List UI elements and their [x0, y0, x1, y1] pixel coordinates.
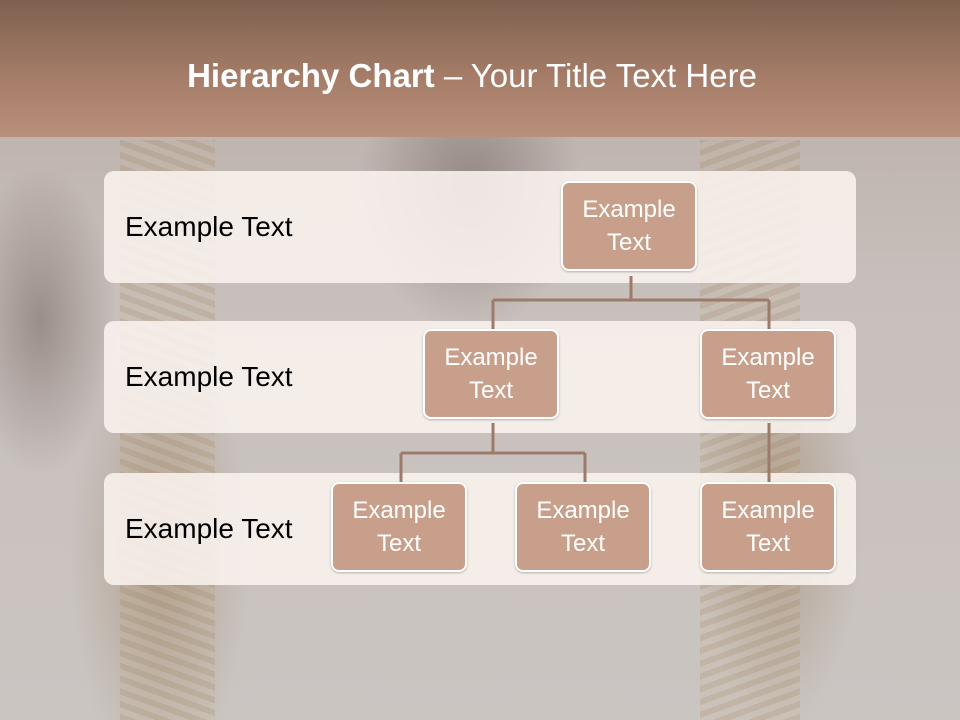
chart-node-level3-c[interactable]: Example Text: [700, 482, 836, 572]
chart-node-level2-left[interactable]: Example Text: [423, 329, 559, 419]
level-band-1: Example Text: [104, 171, 856, 283]
title-strong: Hierarchy Chart: [187, 57, 435, 94]
chart-node-level2-right[interactable]: Example Text: [700, 329, 836, 419]
chart-node-level3-a[interactable]: Example Text: [331, 482, 467, 572]
slide-title: Hierarchy Chart – Your Title Text Here: [0, 56, 944, 96]
chart-node-root[interactable]: Example Text: [561, 181, 697, 271]
level-label-1: Example Text: [125, 211, 293, 242]
title-rest: – Your Title Text Here: [434, 57, 757, 94]
chart-node-level3-b[interactable]: Example Text: [515, 482, 651, 572]
level-label-2: Example Text: [125, 361, 293, 392]
title-bar: Hierarchy Chart – Your Title Text Here: [0, 0, 960, 137]
level-label-3: Example Text: [125, 513, 293, 544]
